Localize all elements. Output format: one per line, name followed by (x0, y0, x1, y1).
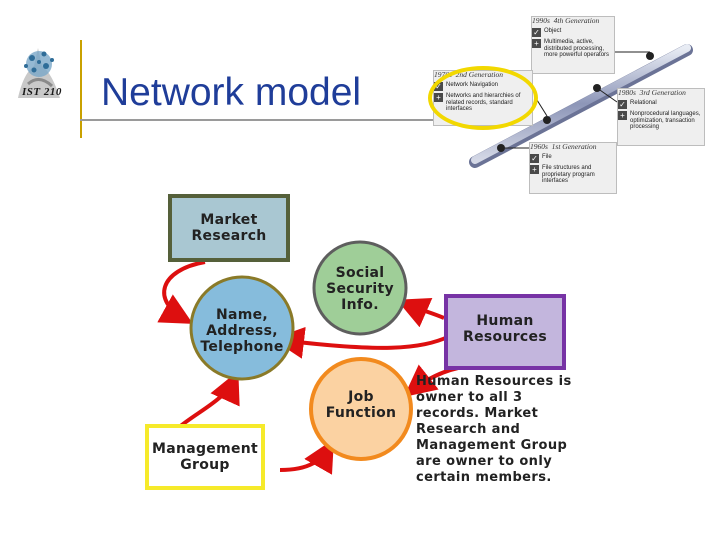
node-job-function (309, 357, 413, 461)
node-human-resources (444, 294, 566, 370)
arrow-hr-to-social (396, 297, 445, 328)
title-horizontal-rule (80, 119, 440, 121)
logo-graphic (8, 40, 70, 102)
ownership-note: Human Resources is owner to all 3 record… (416, 374, 572, 485)
label-human-resources: Human Resources (463, 313, 547, 346)
timeline-card-1980s: 1980s 3rd Generation ✓Relational +Nonpro… (617, 88, 705, 146)
arrow-hr-to-name (272, 326, 451, 359)
label-management-group: Management Group (151, 441, 259, 474)
slide-title: Network model (101, 71, 362, 114)
node-social-security (312, 240, 408, 336)
node-management-group (145, 424, 265, 490)
logo-text: IST 210 (22, 86, 62, 98)
title-vertical-rule (80, 40, 82, 138)
highlight-ellipse-1970s (428, 66, 538, 130)
check-icon: ✓ (530, 153, 539, 163)
plus-icon: + (532, 38, 541, 48)
label-market-research: Market Research (191, 212, 267, 245)
check-icon: ✓ (532, 27, 541, 37)
plus-icon: + (618, 110, 627, 120)
arrow-mgmt-to-name (176, 370, 240, 430)
arrow-mgmt-to-job (279, 439, 334, 475)
label-name-address: Name, Address, Telephone (200, 307, 284, 356)
plus-icon: + (530, 164, 539, 174)
timeline-rod (469, 44, 693, 168)
timeline-card-1990s: 1990s 4th Generation ✓Object +Multimedia… (531, 16, 615, 74)
timeline-card-1960s: 1960s 1st Generation ✓File +File structu… (529, 142, 617, 194)
label-job-function: Job Function (325, 389, 397, 422)
label-social-security: Social Security Info. (326, 265, 394, 314)
node-market-research (168, 194, 290, 262)
arrow-market-to-name (157, 260, 206, 324)
node-name-address (189, 275, 295, 381)
check-icon: ✓ (618, 99, 627, 109)
arrows (157, 260, 459, 475)
